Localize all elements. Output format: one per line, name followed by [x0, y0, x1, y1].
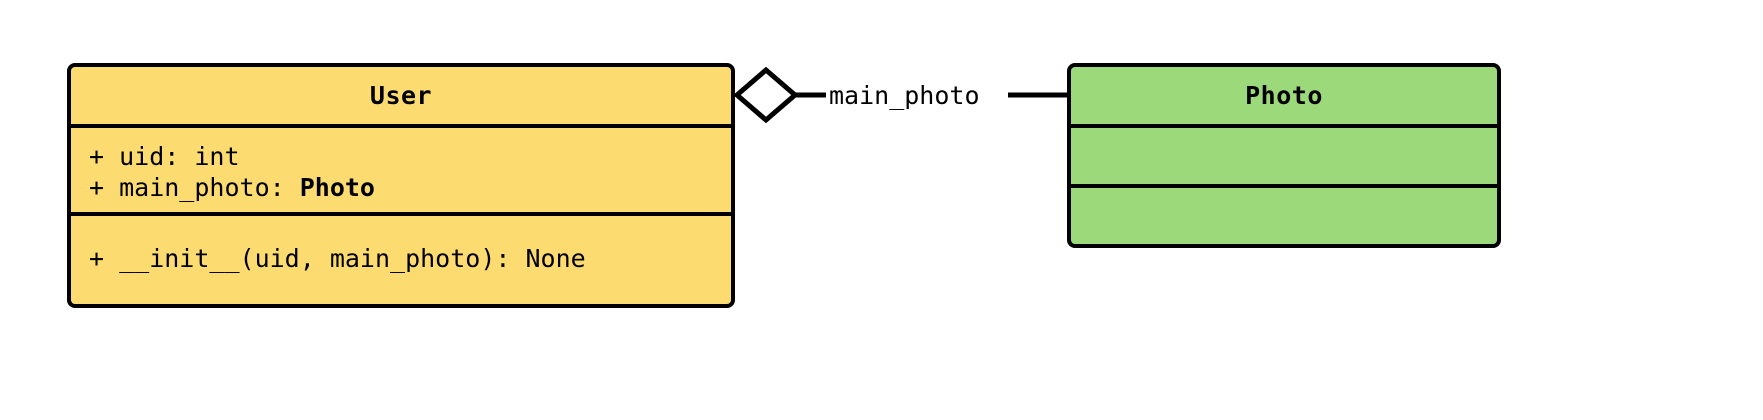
class-user-name: User — [369, 81, 433, 110]
class-user-methods-compartment: + __init__(uid, main_photo): None — [71, 212, 731, 300]
aggregation-diamond-icon — [733, 66, 799, 124]
class-photo-title-compartment: Photo — [1071, 67, 1497, 124]
class-user-title-compartment: User — [71, 67, 731, 124]
class-user-attribute-text: + main_photo: — [89, 173, 300, 202]
class-user-attribute-type: Photo — [299, 173, 375, 202]
class-user-method: + __init__(uid, main_photo): None — [89, 243, 586, 273]
class-user-attributes-compartment: + uid: int + main_photo: Photo — [71, 124, 731, 212]
uml-class-photo[interactable]: Photo — [1067, 63, 1501, 248]
class-photo-name: Photo — [1245, 81, 1323, 110]
class-photo-attributes-compartment — [1071, 124, 1497, 184]
class-user-attribute: + main_photo: Photo — [71, 172, 731, 203]
class-photo-methods-compartment — [1071, 184, 1497, 244]
uml-class-user[interactable]: User + uid: int + main_photo: Photo + __… — [67, 63, 735, 308]
aggregation-connector[interactable] — [730, 60, 1075, 140]
aggregation-role-label: main_photo — [826, 81, 983, 110]
class-user-attribute: + uid: int — [89, 142, 240, 171]
